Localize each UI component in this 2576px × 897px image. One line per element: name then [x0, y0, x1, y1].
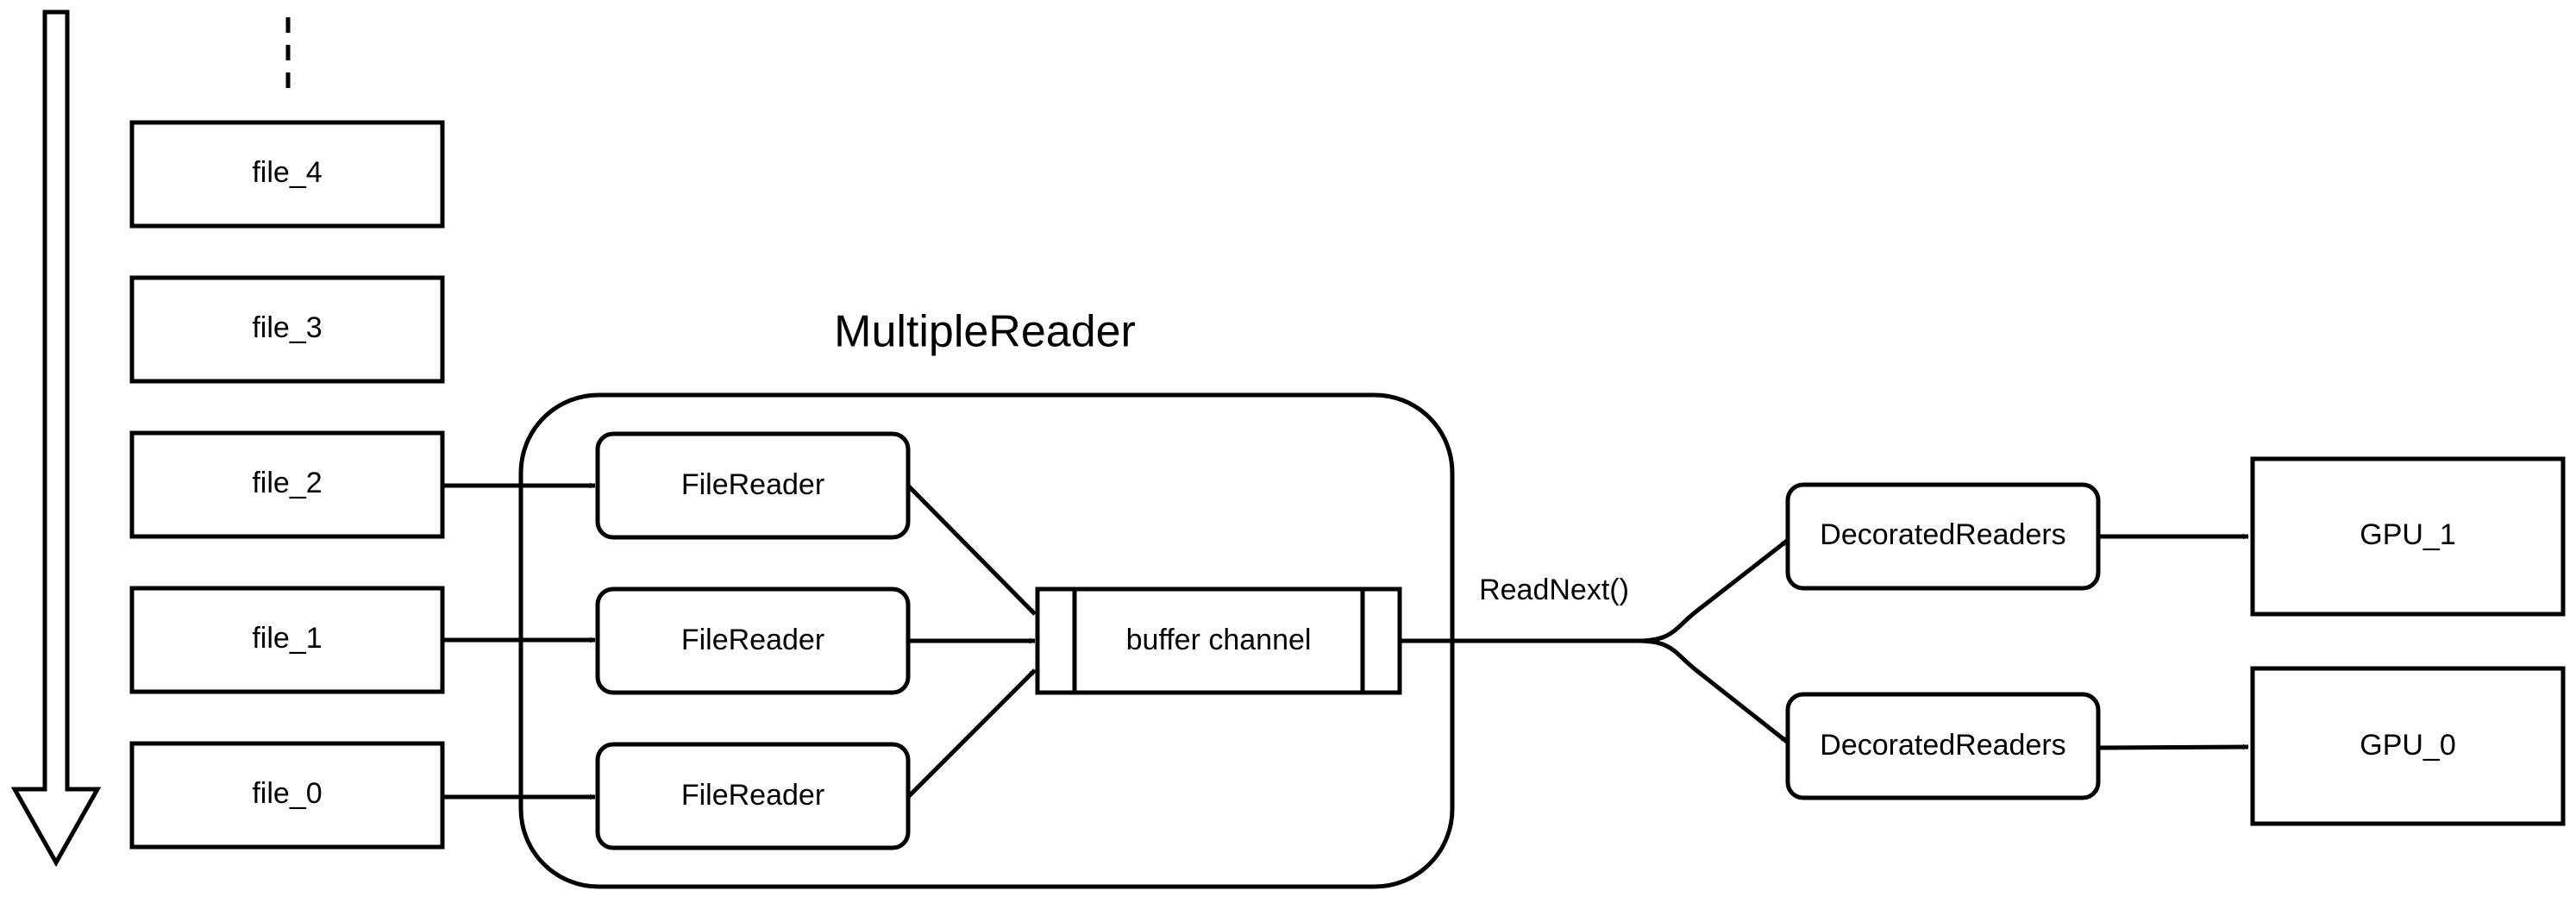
- file-label: file_1: [252, 622, 322, 655]
- file-box-4: file_4: [129, 120, 445, 229]
- arrow-decorated-bottom-to-gpu: [2097, 743, 2249, 750]
- file-reader-label: FileReader: [681, 624, 824, 656]
- arrow-buffer-to-decorated-bottom: [1638, 638, 1789, 743]
- gpu-label: GPU_0: [2360, 729, 2456, 762]
- gpu-box-0: GPU_0: [2250, 666, 2566, 826]
- file-box-0: file_0: [129, 741, 445, 850]
- buffer-channel-box: buffer channel: [1035, 586, 1402, 695]
- file-box-2: file_2: [129, 430, 445, 539]
- file-reader-label: FileReader: [681, 468, 824, 501]
- read-next-label: ReadNext(): [1479, 574, 1629, 606]
- arrow-reader-top-to-buffer: [906, 484, 1037, 616]
- order-arrow-icon: [10, 9, 102, 868]
- file-reader-box-bottom: FileReader: [595, 742, 911, 850]
- file-label: file_2: [252, 467, 322, 499]
- buffer-channel-label: buffer channel: [1126, 624, 1312, 656]
- file-reader-label: FileReader: [681, 779, 824, 812]
- file-box-1: file_1: [129, 586, 445, 694]
- decorated-readers-label: DecoratedReaders: [1820, 518, 2065, 551]
- file-reader-box-middle: FileReader: [595, 586, 911, 695]
- arrow-reader-bottom-to-buffer: [906, 668, 1037, 799]
- decorated-readers-label: DecoratedReaders: [1820, 729, 2065, 762]
- file-label: file_4: [252, 156, 322, 189]
- file-reader-box-top: FileReader: [595, 431, 911, 540]
- decorated-readers-box-bottom: DecoratedReaders: [1785, 692, 2101, 800]
- gpu-box-1: GPU_1: [2250, 456, 2566, 617]
- file-label: file_3: [252, 311, 322, 344]
- file-label: file_0: [252, 777, 322, 810]
- decorated-readers-box-top: DecoratedReaders: [1785, 482, 2101, 591]
- file-box-3: file_3: [129, 275, 445, 384]
- gpu-label: GPU_1: [2360, 518, 2456, 551]
- multiple-reader-title: MultipleReader: [834, 307, 1136, 357]
